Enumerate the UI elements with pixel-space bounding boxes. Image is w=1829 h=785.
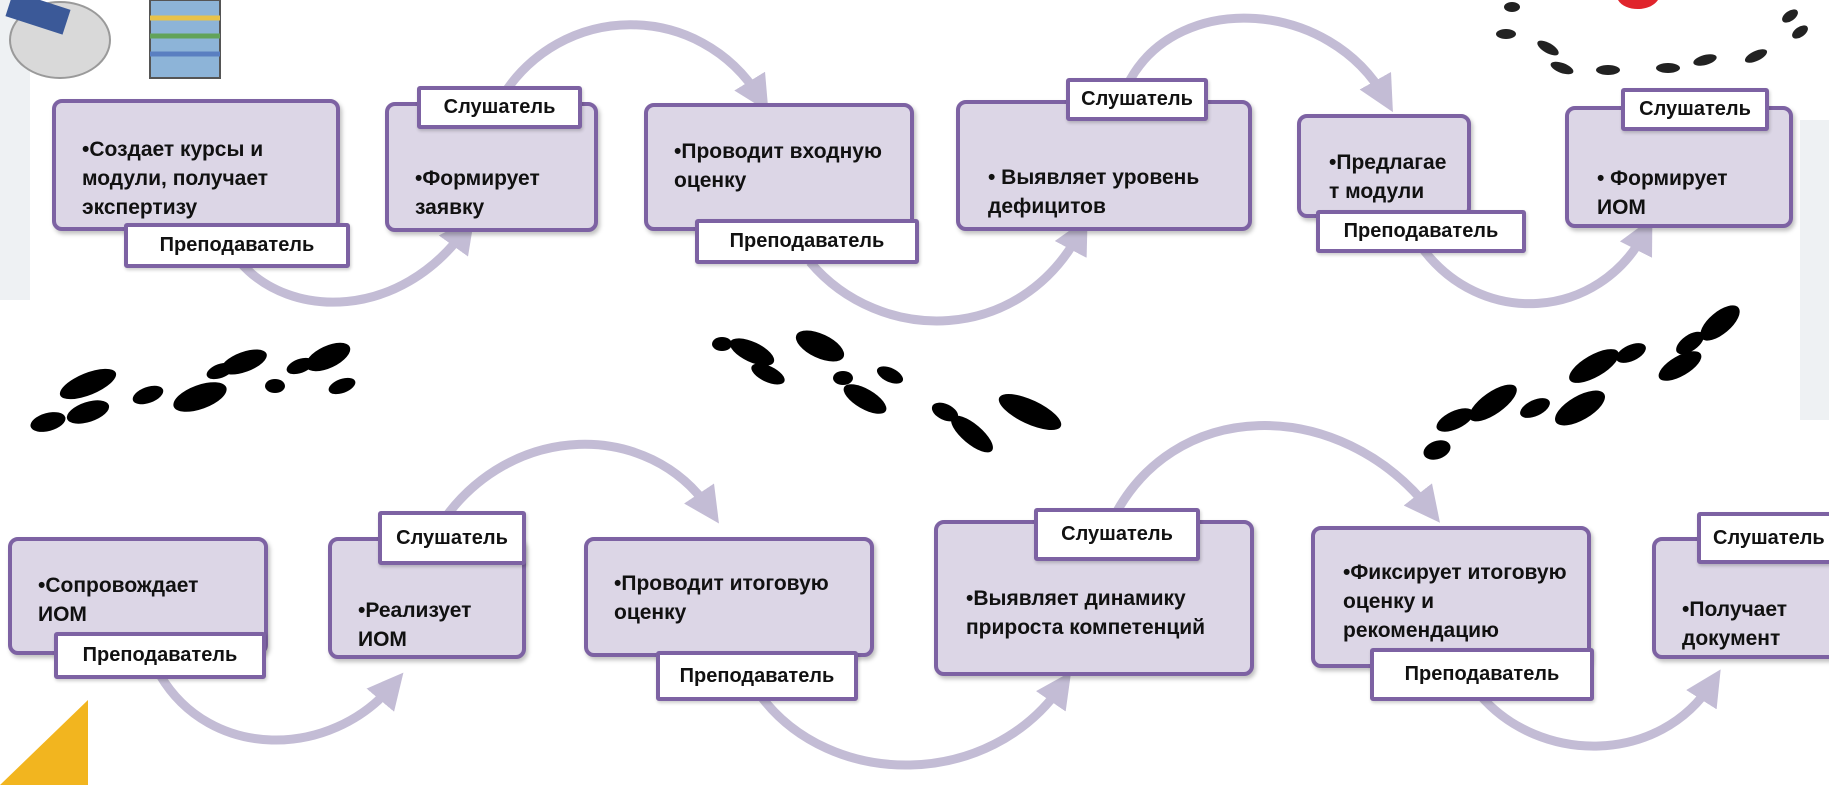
step-4-role: Слушатель [1066,78,1208,121]
step-5-box: •Предлагае т модули [1297,114,1471,218]
arrow-1-2 [236,216,475,307]
step-8-role: Слушатель [378,511,526,565]
step-2-text: •Формирует заявку [415,167,540,219]
step-5-text: •Предлагае т модули [1329,151,1447,203]
step-11-text: •Фиксирует итоговую оценку и рекомендаци… [1343,561,1567,642]
background-panel-right [1800,120,1829,420]
step-4-box: • Выявляет уровень дефицитов [956,100,1252,231]
step-9-box: •Проводит итоговую оценку [584,537,874,657]
step-1-box: •Создает курсы и модули, получает экспер… [52,99,340,231]
footprints-icon-left [30,342,356,432]
step-3-box: •Проводит входную оценку [644,103,914,231]
step-2-role: Слушатель [417,86,582,129]
step-12-role: Слушатель [1697,512,1829,564]
footprints-icon-right [1423,305,1740,460]
red-circle-fragment [1618,0,1658,9]
step-9-text: •Проводит итоговую оценку [614,572,829,624]
step-9-role: Преподаватель [656,651,858,701]
arrow-2-3 [496,20,769,112]
arrow-4-5 [1126,13,1393,113]
reader-figure-icon [5,0,221,79]
step-7-role: Преподаватель [54,632,266,679]
footprints-icon-top-right [1496,2,1808,75]
step-7-text: •Сопровождает ИОМ [38,574,199,626]
arrow-8-9 [436,439,720,528]
step-11-box: •Фиксирует итоговую оценку и рекомендаци… [1311,526,1591,668]
arrow-3-4 [806,217,1088,326]
step-10-role: Слушатель [1034,508,1200,561]
footprints-icon-middle [712,330,1062,453]
triangle-icon [0,700,88,785]
arrow-5-6 [1416,217,1653,309]
arrow-10-11 [1105,421,1440,527]
step-12-text: •Получает документ [1682,598,1788,650]
step-4-text: • Выявляет уровень дефицитов [988,166,1200,218]
step-3-text: •Проводит входную оценку [674,140,882,192]
step-6-role: Слушатель [1621,88,1769,131]
step-1-text: •Создает курсы и модули, получает экспер… [82,138,269,219]
step-3-role: Преподаватель [695,219,919,264]
arrow-11-12 [1476,669,1721,751]
step-5-role: Преподаватель [1316,210,1526,253]
step-8-box: •Реализует ИОМ [328,537,526,659]
step-1-role: Преподаватель [124,223,350,268]
step-8-text: •Реализует ИОМ [358,599,472,651]
step-11-role: Преподаватель [1370,648,1594,701]
step-6-text: • Формирует ИОМ [1597,167,1728,219]
arrow-9-10 [756,671,1072,770]
step-10-text: •Выявляет динамику прироста компетенций [966,587,1206,639]
arrow-7-8 [156,672,404,745]
